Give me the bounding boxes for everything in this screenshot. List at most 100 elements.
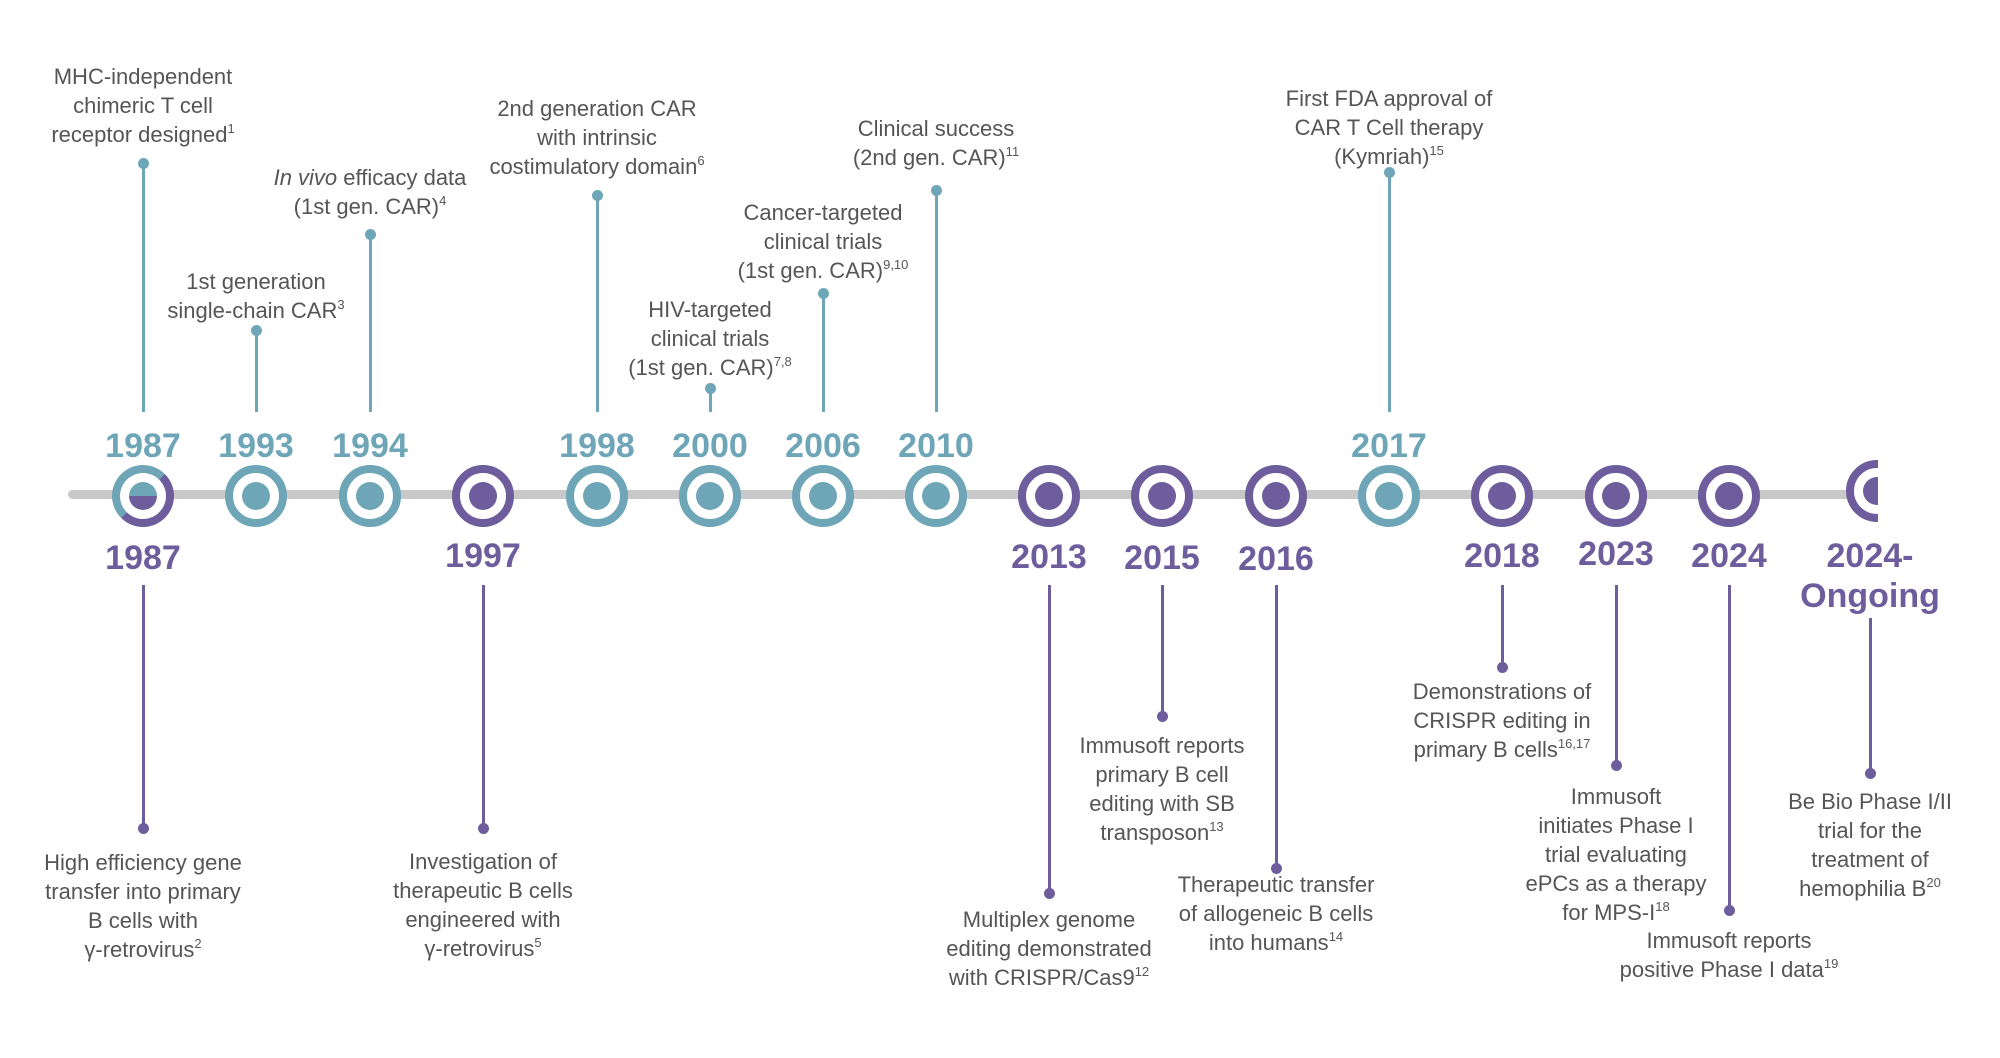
event-description-text: primary B cell [1095,762,1229,787]
event-description-line: In vivo efficacy data [274,163,467,192]
event-description-line: (1st gen. CAR)9,10 [738,256,909,285]
event-description-text: Clinical success [857,116,1015,141]
milestone-node-teal [1358,465,1420,527]
event-description-text: positive Phase I data [1619,957,1824,982]
milestone-node-teal-core [809,482,837,510]
event-description-text: transfer into primary [45,879,241,904]
event-description-text: Multiplex genome [962,907,1136,932]
reference-number: 7,8 [773,354,792,369]
milestone-node-teal-core [583,482,611,510]
connector-dot [931,185,942,196]
event-description-text: into humans [1208,930,1329,955]
reference-number: 14 [1328,929,1344,944]
connector-stem [1869,618,1872,773]
event-description-line: treatment of [1788,845,1952,874]
reference-number: 1 [227,121,235,136]
event-description-line: HIV-targeted [628,295,792,324]
connector-dot [251,325,262,336]
event-description-line: of allogeneic B cells [1178,899,1375,928]
connector-stem [255,330,258,412]
event-description-line: with intrinsic [489,123,704,152]
event-description-text: therapeutic B cells [393,878,573,903]
milestone-node-purple [1018,465,1080,527]
event-description-text: B cells with [87,908,199,933]
timeline-axis [68,490,1872,499]
event-description-text: CRISPR editing in [1413,708,1591,733]
reference-number: 16,17 [1557,736,1591,751]
milestone-node-purple-core [469,482,497,510]
year-label-bottom: 2016 [1238,540,1314,578]
event-description-line: transfer into primary [44,877,242,906]
year-label-top: 1994 [332,427,408,465]
event-description-line: Demonstrations of [1413,677,1592,706]
milestone-node-purple-partial-core [1863,477,1878,505]
milestone-node-purple-core [1262,482,1290,510]
event-description-line: 1st generation [167,267,344,296]
event-description-text: First FDA approval of [1285,86,1493,111]
event-description-line: Investigation of [393,847,573,876]
event-description-line: receptor designed1 [51,120,234,149]
event-description-text: engineered with [405,907,561,932]
year-label-top: 1993 [218,427,294,465]
milestone-node-split [112,465,174,527]
event-description: In vivo efficacy data(1st gen. CAR)4 [274,163,467,221]
milestone-node-purple-core [1035,482,1063,510]
connector-stem [1728,585,1731,910]
event-description-line: therapeutic B cells [393,876,573,905]
event-description-text: Immusoft [1570,784,1662,809]
reference-number: 15 [1429,143,1444,158]
milestone-node-teal [792,465,854,527]
event-description-line: Clinical success [853,114,1019,143]
event-description-line: ePCs as a therapy [1526,869,1707,898]
event-description-line: clinical trials [628,324,792,353]
milestone-node-teal [566,465,628,527]
event-description-text: single-chain CAR [167,298,338,323]
event-description-text: 2nd generation CAR [497,96,697,121]
milestone-node-purple [452,465,514,527]
event-description: Immusoft reports primary B cell editing wi… [1079,731,1244,847]
event-description-text: editing with SB [1089,791,1235,816]
event-description-line: B cells with [44,906,242,935]
milestone-node-purple-core [1148,482,1176,510]
connector-dot [1611,760,1622,771]
event-description-line: First FDA approval of [1286,84,1493,113]
event-description-text: Cancer-targeted [743,200,903,225]
connector-dot [592,190,603,201]
event-description-line: initiates Phase I [1526,811,1707,840]
event-description-line: MHC-independent [51,62,234,91]
year-label-top: 2000 [672,427,748,465]
event-description-line: (1st gen. CAR)4 [274,192,467,221]
event-description-text: Demonstrations of [1412,679,1592,704]
event-description-text: clinical trials [763,229,883,254]
connector-dot [1497,662,1508,673]
connector-dot [1724,905,1735,916]
year-label-bottom: 2013 [1011,538,1087,576]
event-description-text: (1st gen. CAR) [737,258,884,283]
event-description-line: editing with SB [1079,789,1244,818]
event-description-text: efficacy data [337,165,467,190]
connector-dot [1384,167,1395,178]
event-description-text: with intrinsic [537,125,657,150]
connector-dot [1044,888,1055,899]
reference-number: 3 [337,297,345,312]
event-description-line: γ-retrovirus5 [393,934,573,963]
event-description-text: MHC-independent [53,64,233,89]
event-description-text: of allogeneic B cells [1178,901,1374,926]
connector-dot [1865,768,1876,779]
milestone-node-purple-partial [1846,460,1878,522]
milestone-node-purple-core [1602,482,1630,510]
milestone-node-purple [1131,465,1193,527]
milestone-node-clip [1846,455,1878,527]
event-description-line: engineered with [393,905,573,934]
event-description-line: Cancer-targeted [738,198,909,227]
event-description-line: for MPS-I18 [1526,898,1707,927]
connector-stem [142,585,145,828]
milestone-node-purple [1245,465,1307,527]
event-description-text: Immusoft reports [1079,733,1245,758]
